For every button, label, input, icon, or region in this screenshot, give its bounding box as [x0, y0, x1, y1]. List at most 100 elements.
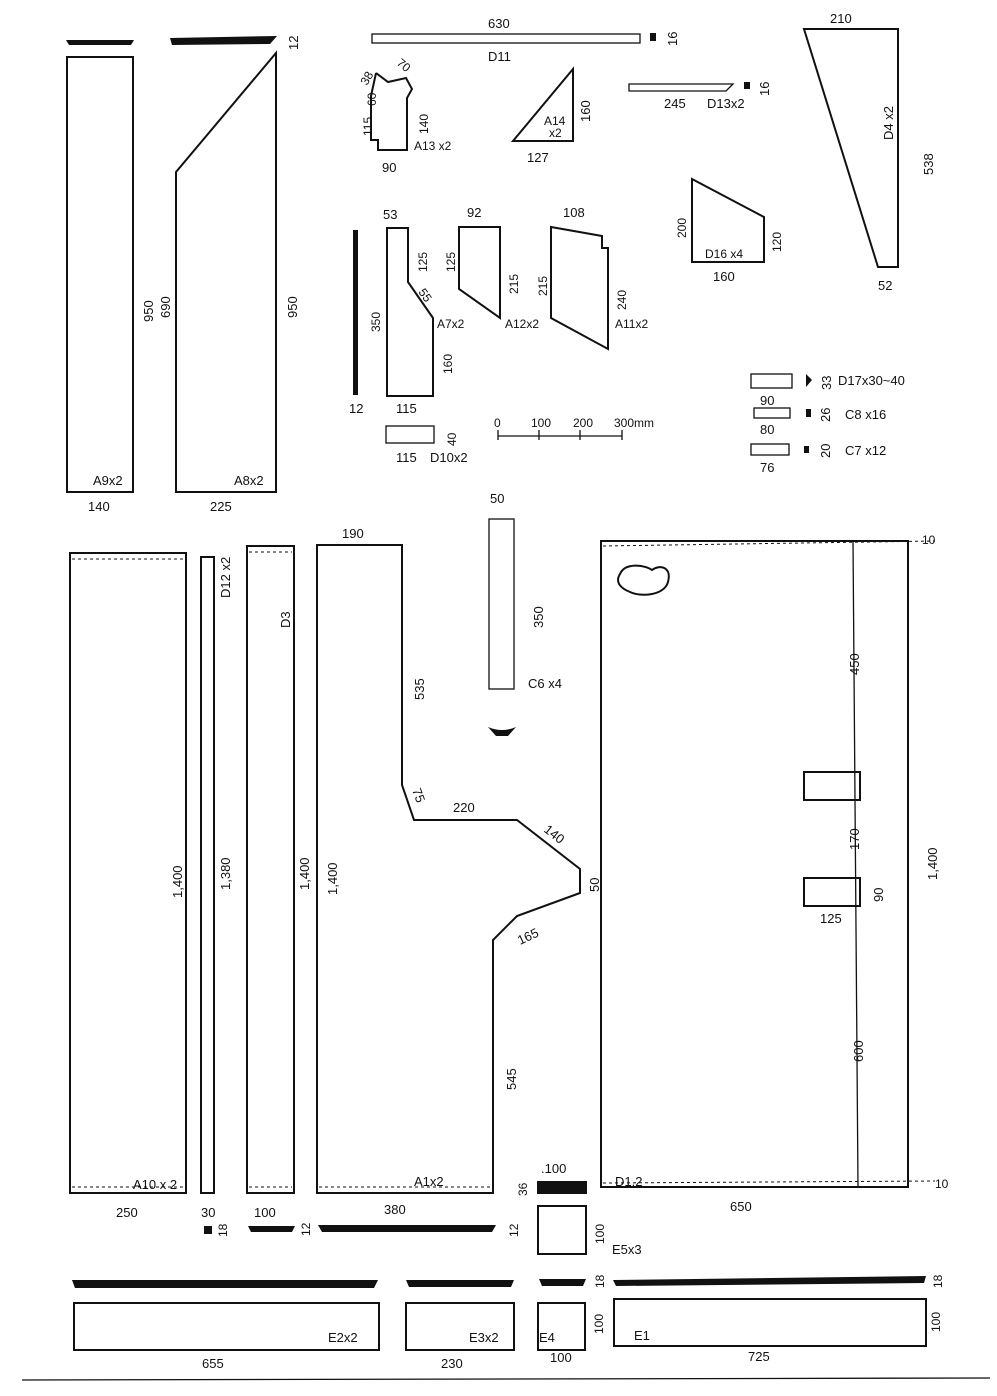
e1-thickness: 18 [931, 1274, 945, 1288]
d12-section [204, 1226, 212, 1234]
d1-d450: 450 [847, 653, 862, 675]
a13-d140: 140 [417, 114, 431, 134]
handle-cutout [617, 564, 670, 596]
part-a8: 12 690 950 A8x2 225 [158, 36, 301, 514]
scale-tick-100: 100 [531, 416, 551, 430]
d11-thickness: 16 [665, 32, 680, 46]
d1-dimension-line [852, 540, 859, 1188]
part-d4: 210 D4 x2 538 52 [802, 11, 936, 293]
d3-thickness: 12 [299, 1222, 313, 1236]
c6-width: 50 [490, 491, 504, 506]
part-e4: 18 100 E4 100 [537, 1274, 607, 1365]
part-a11: 108 215 240 A11x2 [536, 205, 648, 351]
a1-d220: 220 [453, 800, 475, 815]
d4-top: 210 [830, 11, 852, 26]
e4-height: 100 [592, 1314, 606, 1334]
d13-thickness: 16 [757, 82, 772, 96]
c6-height: 350 [531, 606, 546, 628]
a11-d215: 215 [536, 276, 550, 296]
a7-thickness: 12 [349, 401, 363, 416]
a14-outline [510, 66, 574, 142]
part-a10: 1,400 A10 x 2 250 [69, 552, 187, 1220]
d17-outline [750, 373, 793, 389]
a7-outline [386, 227, 434, 397]
a7-d125: 125 [416, 252, 430, 272]
d4-outline [802, 28, 899, 268]
a12-label: A12x2 [505, 317, 539, 331]
e3-label: E3x2 [469, 1330, 499, 1345]
c6-section [488, 727, 516, 736]
c7-outline [750, 443, 790, 456]
part-d3: D3 1,400 100 12 [246, 545, 313, 1236]
a10-label: A10 x 2 [133, 1177, 177, 1192]
a9-height: 950 [141, 300, 156, 322]
part-a1: 190 535 75 220 140 50 165 545 1,400 A1x2… [316, 526, 602, 1237]
a1-d165: 165 [515, 925, 541, 948]
d10-label: D10x2 [430, 450, 468, 465]
a1-outline [316, 544, 581, 1194]
part-d17: 33 D17x30~40 90 [750, 373, 905, 408]
part-a12: 92 125 215 A12x2 [444, 205, 539, 331]
a8-height: 950 [285, 296, 300, 318]
d17-label: D17x30~40 [838, 373, 905, 388]
a11-label: A11x2 [615, 317, 648, 331]
a9-width: 140 [88, 499, 110, 514]
a7-d55: 55 [416, 286, 435, 305]
scale-bar: 0 100 200 300mm [494, 416, 654, 440]
d13-section [744, 82, 750, 89]
d10-outline [385, 425, 435, 444]
e4-thickness: 18 [593, 1274, 607, 1288]
d11-length: 630 [488, 16, 510, 31]
c7-section [804, 446, 809, 453]
a1-d545: 545 [504, 1068, 519, 1090]
e2-width: 655 [202, 1356, 224, 1371]
a10-outline [69, 552, 187, 1194]
c7-width: 76 [760, 460, 774, 475]
a13-d90: 90 [382, 160, 396, 175]
part-a13: 38 70 60 115 140 A13 x2 90 [357, 56, 451, 175]
a8-label: A8x2 [234, 473, 264, 488]
d1-bottom-margin: 10 [935, 1177, 949, 1191]
a12-top: 92 [467, 205, 481, 220]
a11-d240: 240 [615, 290, 629, 310]
d16-outline [691, 177, 765, 263]
a1-label: A1x2 [414, 1174, 444, 1189]
d1-outline [600, 540, 909, 1188]
a7-thickness-bar [353, 230, 358, 395]
d11-outline [371, 33, 641, 44]
a7-bottom: 115 [396, 401, 417, 416]
e1-height: 100 [929, 1312, 943, 1332]
a7-top: 53 [383, 207, 397, 222]
a1-thickness: 12 [507, 1223, 521, 1237]
a8-outline [175, 50, 277, 493]
a8-width: 225 [210, 499, 232, 514]
a12-d215: 215 [507, 274, 521, 294]
d16-bottom: 160 [713, 269, 735, 284]
d1-label: D1,2 [615, 1174, 642, 1189]
part-d16: 200 120 D16 x4 160 [675, 177, 784, 284]
c7-label: C7 x12 [845, 443, 886, 458]
d17-width: 90 [760, 393, 774, 408]
a14-height: 160 [578, 100, 593, 122]
e4-label: E4 [539, 1330, 555, 1345]
e5-section [537, 1181, 587, 1194]
d1-slot-upper [803, 771, 861, 801]
c8-width: 80 [760, 422, 774, 437]
bottom-border [21, 1377, 991, 1381]
d12-label: D12 x2 [218, 557, 233, 598]
e5-height: 100 [593, 1224, 607, 1244]
d3-outline [246, 545, 295, 1194]
d1-d125: 125 [820, 911, 842, 926]
a1-d75: 75 [409, 786, 428, 805]
d11-label: D11 [488, 49, 511, 64]
part-d10: 40 115 D10x2 [385, 425, 468, 465]
part-e1: 18 100 E1 725 [613, 1274, 945, 1364]
part-a14: A14 x2 160 127 [510, 66, 593, 165]
e1-outline [613, 1298, 927, 1347]
a12-outline [458, 226, 501, 320]
c8-section [806, 409, 811, 417]
d4-label: D4 x2 [881, 106, 896, 140]
a8-thickness-bar [170, 36, 277, 45]
a7-d160: 160 [441, 354, 455, 374]
part-d11: 630 16 D11 [371, 16, 680, 64]
